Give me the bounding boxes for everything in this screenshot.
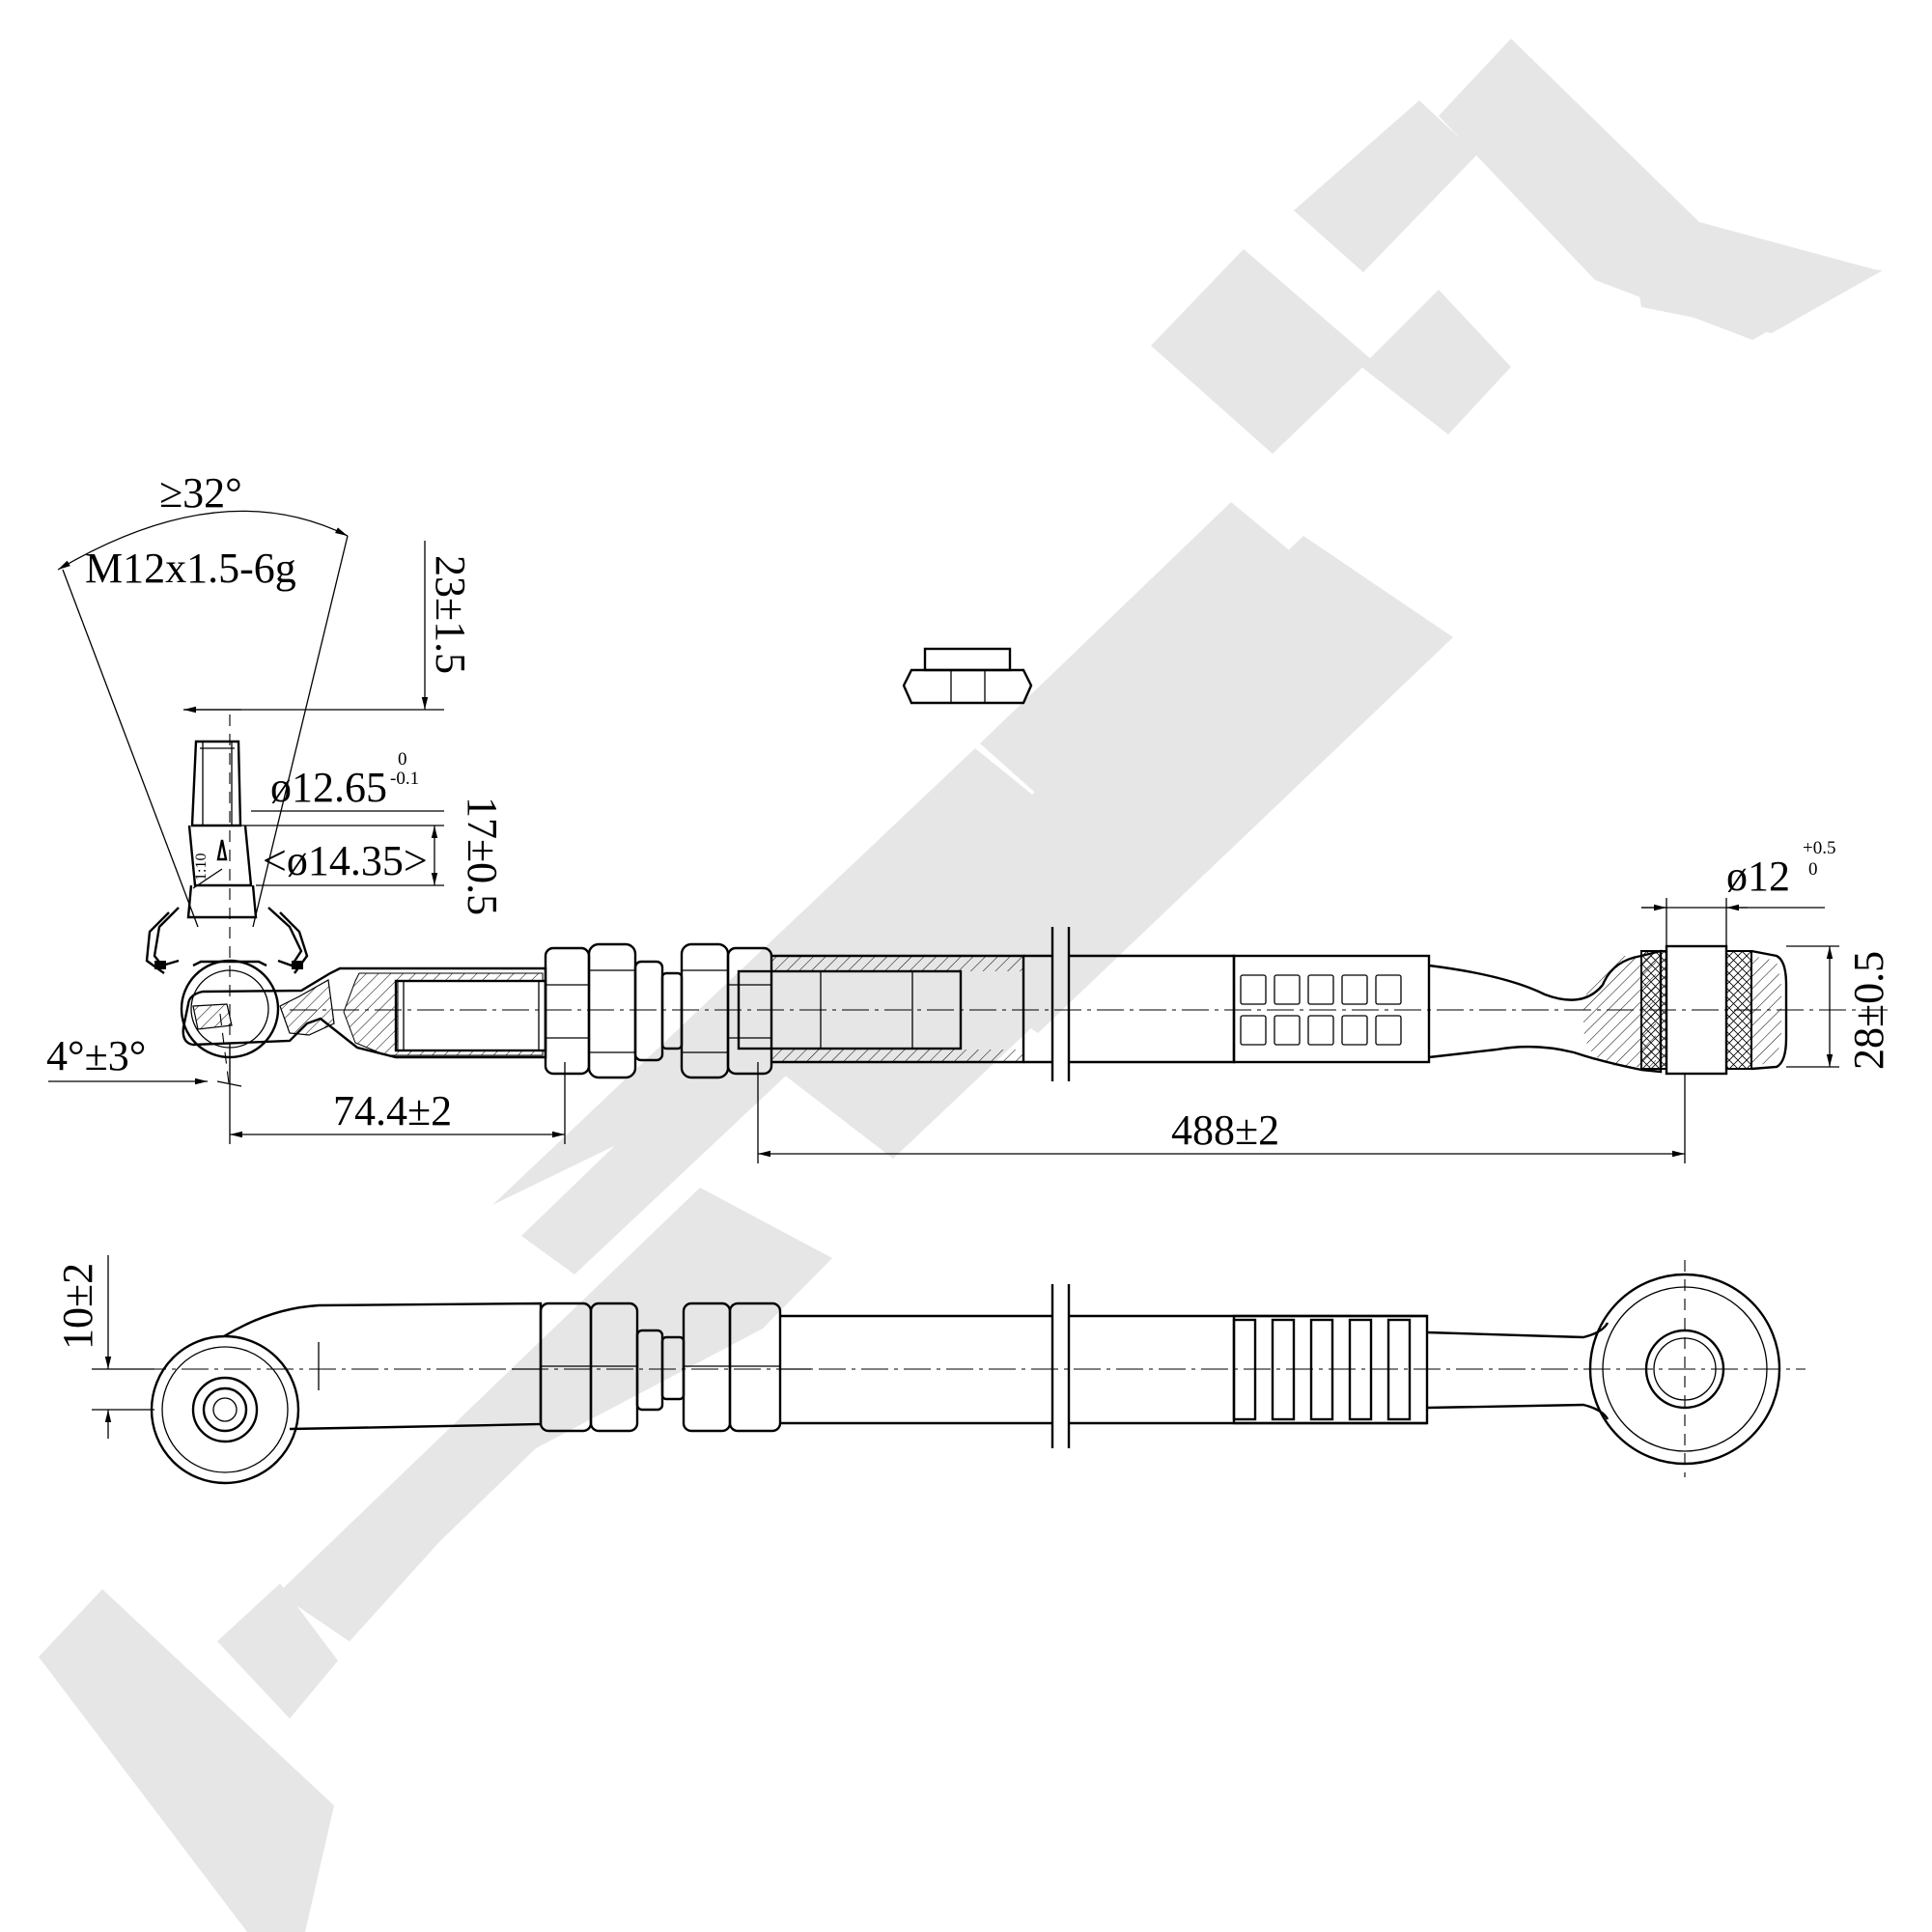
eye-width-label: 28±0.5 [1845,951,1892,1070]
dia-large-label: <ø14.35> [263,837,428,884]
eye-end [1428,944,1788,1076]
adjuster-tube [737,927,1236,1081]
watermark-logo [39,39,1883,1932]
overall-length-label: 488±2 [1171,1106,1279,1154]
dia-small-tol-lower: -0.1 [390,769,419,789]
knurled-grip [1232,954,1431,1064]
eye-bore-tol-lower: 0 [1808,859,1818,880]
lock-nut-left [544,942,684,1079]
taper-length-label: 17±0.5 [459,797,506,915]
dia-small-label: ø12.65 [270,764,387,811]
ball-offset-label: 74.4±2 [333,1087,452,1134]
thread-label: M12x1.5-6g [85,545,296,592]
dimension-labels: ≥32° M12x1.5-6g 23±1.5 ø12.65 0 -0.1 <ø1… [46,469,1892,1350]
side-offset-label: 10±2 [54,1263,101,1350]
eye-bore-label: ø12 [1726,853,1790,900]
ball-joint-housing [182,966,547,1059]
castle-nut [902,647,1033,705]
lock-nut-right [680,942,773,1079]
bottom-view [97,1260,1806,1485]
tilt-angle-label: 4°±3° [46,1032,146,1079]
eye-bore-tol-upper: +0.5 [1803,838,1835,858]
pin-length-label: 23±1.5 [427,555,474,674]
taper-label: 1:10 [193,854,210,881]
angle-min-label: ≥32° [159,469,242,517]
dimension-lines [48,510,1839,1439]
dia-small-tol-upper: 0 [398,749,407,770]
